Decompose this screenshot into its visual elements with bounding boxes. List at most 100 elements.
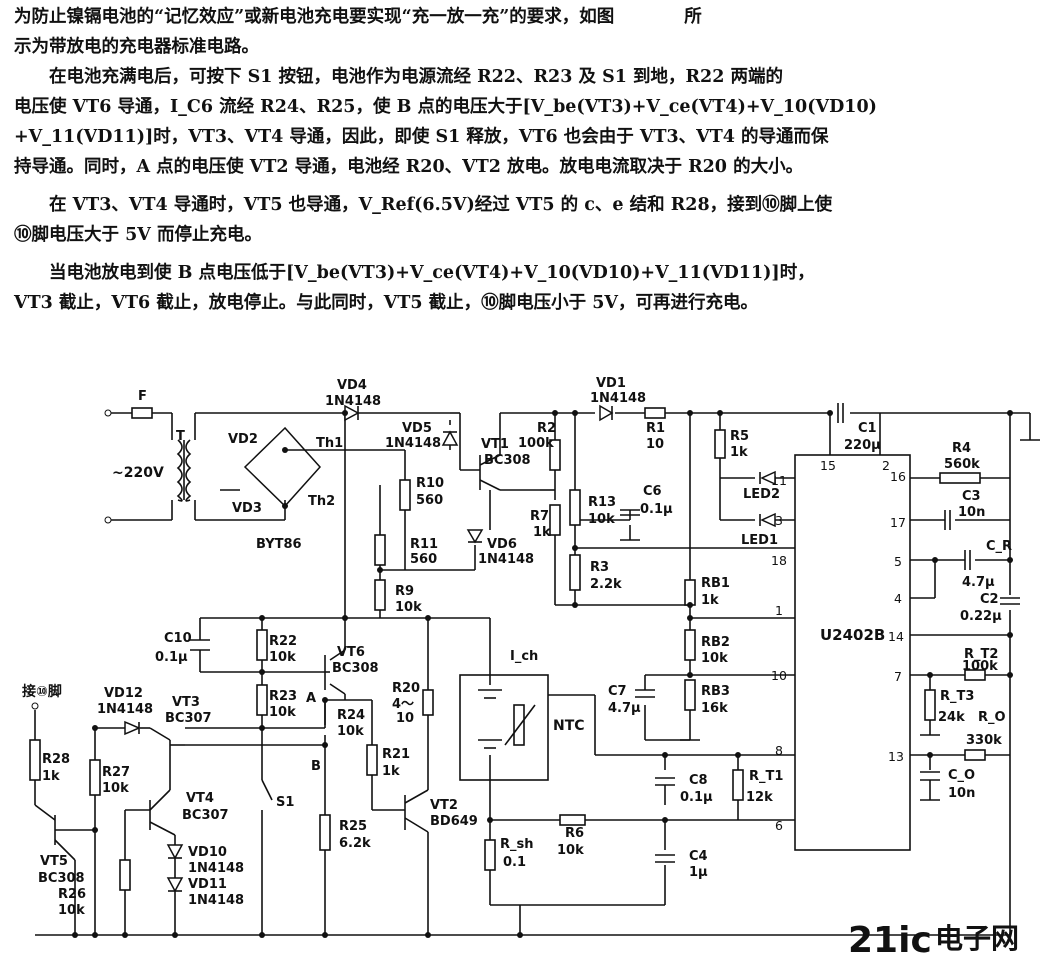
label: 220μ [844,438,881,453]
pin-label: 14 [888,629,904,644]
label: BC307 [165,711,212,726]
paragraph-line: 在 VT3、VT4 导通时，VT5 也导通，V_Ref(6.5V)经过 VT5 … [14,195,833,215]
label: LED1 [741,533,778,548]
label: 10k [58,903,85,918]
paragraph-line: 持导通。同时，A 点的电压使 VT2 导通，电池经 R20、VT2 放电。放电电… [14,157,804,177]
pin-label: 18 [771,553,787,568]
pin-label: 6 [775,818,783,833]
label: VD12 [104,686,143,701]
label: 10k [269,705,296,720]
pin-label: 2 [882,458,890,473]
paragraph-line: ⑩脚电压大于 5V 而停止充电。 [14,225,262,245]
label: VD3 [232,501,262,516]
label: 10n [958,505,985,520]
label: C6 [643,484,662,499]
label: 1N4148 [590,391,646,406]
pin-label: 17 [890,515,906,530]
label: R11 [410,537,438,552]
label: R2 [537,421,556,436]
label: 0.22μ [960,609,1002,624]
label: 接⑩脚 [22,683,62,700]
label: R23 [269,689,297,704]
label: 330k [966,733,1002,748]
label: R4 [952,441,971,456]
label: VT2 [430,798,458,813]
label: R26 [58,887,86,902]
label: BYT86 [256,537,302,552]
label: C10 [164,631,192,646]
paragraph-line: +V_11(VD11)]时，VT3、VT4 导通，因此，即使 S1 释放，VT6… [14,127,829,147]
label: R7 [530,509,549,524]
label: VT1 [481,437,509,452]
label: C4 [689,849,708,864]
label: NTC [553,718,585,734]
label: RB3 [701,684,730,699]
label: 2.2k [590,577,622,592]
label: I_ch [510,649,538,664]
label: C_O [948,768,975,783]
label: R5 [730,429,749,444]
label: ~220V [112,465,164,481]
label: VT5 [40,854,68,869]
label: R_T3 [940,689,974,704]
label: VD11 [188,877,227,892]
label: VT6 [337,645,365,660]
label: C1 [858,421,877,436]
label: 12k [746,790,773,805]
label: BC308 [38,871,85,886]
label: 10k [102,781,129,796]
label: 560 [416,493,443,508]
label: 560 [410,552,437,567]
label: R_T2 [964,647,998,662]
label: 1k [533,525,551,540]
pin-label: 5 [894,554,902,569]
label: 0.1 [503,855,526,870]
label: 1k [382,764,400,779]
capacitors [190,403,1020,863]
label: T [176,429,185,444]
label: 16k [701,701,728,716]
label: R27 [102,765,130,780]
label: BC308 [484,453,531,468]
label: 1N4148 [385,436,441,451]
paragraph-line: 当电池放电到使 B 点电压低于[V_be(VT3)+V_ce(VT4)+V_10… [14,263,815,283]
label: 10 [646,437,664,452]
label: R10 [416,476,444,491]
pin-label: 16 [890,469,906,484]
label: 10 [396,711,414,726]
label: BD649 [430,814,478,829]
pin-label: 4 [894,591,902,606]
ic-u2402b [794,454,911,851]
label: RB2 [701,635,730,650]
label: 560k [944,457,980,472]
label: BC307 [182,808,229,823]
label: R28 [42,752,70,767]
label: R24 [337,708,365,723]
label: R_sh [500,837,534,852]
label: 100k [518,436,554,451]
label: B [311,759,321,774]
label: VT4 [186,791,214,806]
label: C3 [962,489,981,504]
label: 4.7μ [608,701,641,716]
label: 1k [42,769,60,784]
label: C7 [608,684,627,699]
label: R13 [588,495,616,510]
component-labels: F T ~220V VD4 1N4148 VD5 1N4148 VD2 VD3 … [22,376,1012,918]
label: 0.1μ [680,790,713,805]
pin-label: 1 [775,603,783,618]
paragraph-line: 电压使 VT6 导通，I_C6 流经 R24、R25，使 B 点的电压大于[V_… [14,97,877,117]
label: R22 [269,634,297,649]
label: 1N4148 [325,394,381,409]
label: R21 [382,747,410,762]
watermark-logo-right: 电子网 [935,922,1019,955]
junctions [72,410,1013,938]
label: 10k [588,512,615,527]
label: 6.2k [339,836,371,851]
label: R25 [339,819,367,834]
charger-schematic: U2402B 11 3 18 1 10 8 6 15 2 16 17 5 4 1… [22,376,1040,960]
label: R20 [392,681,420,696]
label: C_R [986,539,1012,554]
label: VD5 [402,421,432,436]
label: 1μ [689,865,708,880]
